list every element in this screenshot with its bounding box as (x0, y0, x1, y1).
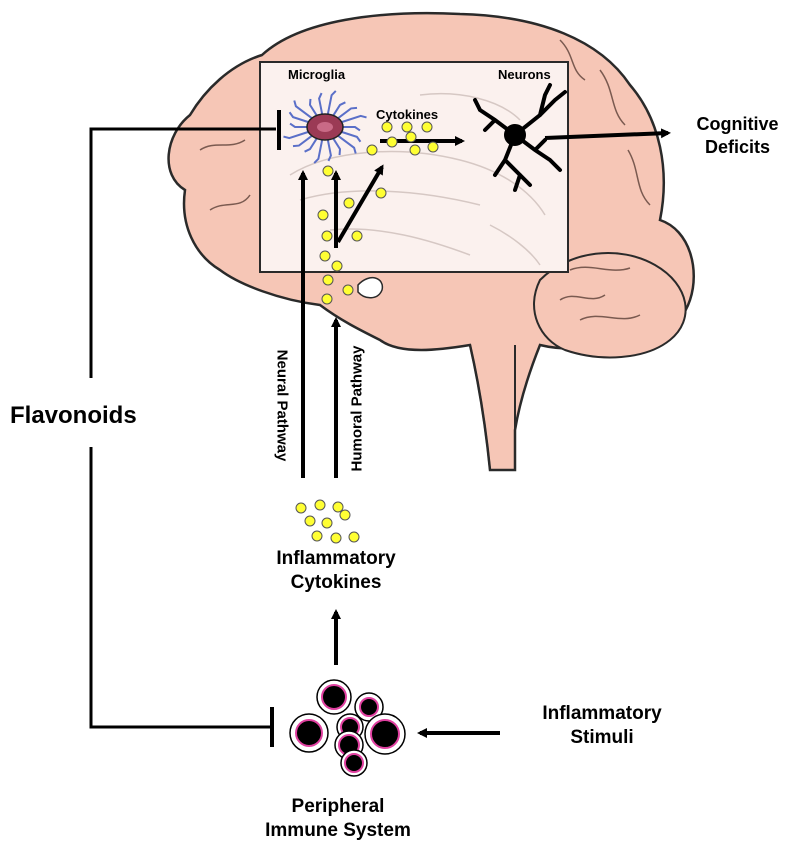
label-peripheral: Peripheral (291, 796, 385, 817)
cytokine-dot-icon (339, 509, 351, 521)
cytokine-dot-icon (351, 230, 363, 242)
label-humoral-pathway: Humoral Pathway (348, 345, 366, 472)
cytokine-dot-icon (386, 136, 398, 148)
microglia-process (336, 106, 358, 120)
microglia-process (304, 137, 318, 153)
label-flavonoids: Flavonoids (10, 402, 137, 429)
cytokine-dot-icon (295, 502, 307, 514)
arrows (89, 110, 671, 747)
microglia-nucleus (317, 122, 333, 132)
cytokine-dot-icon (311, 530, 323, 542)
cytokine-dot-icon (304, 515, 316, 527)
label-cognitive: Cognitive (696, 114, 779, 134)
immune-cell-nucleus (344, 753, 364, 773)
cytokine-dot-icon (342, 284, 354, 296)
brain-cerebellum (533, 252, 687, 359)
cytokine-dot-icon (405, 131, 417, 143)
microglia-process (292, 134, 314, 148)
cytokine-dot-icon (322, 274, 334, 286)
microglia-process (326, 139, 332, 162)
brain-folds (199, 39, 651, 321)
label-cytokines: Cytokines (290, 571, 382, 593)
brain-stem-hole (357, 276, 384, 299)
microglia-cell-icon (283, 90, 367, 164)
immune-cell-nucleus (370, 719, 400, 749)
microglia-process (336, 134, 357, 154)
label-stimuli: Stimuli (570, 726, 634, 748)
cytokine-dot-icon (314, 499, 326, 511)
label-inflammatory-cytokines: Inflammatory Cytokines (256, 547, 416, 595)
microglia-process (339, 130, 362, 143)
microglia-process (318, 92, 324, 115)
cytokine-dot-icon (348, 531, 360, 543)
cytokine-dot-icon (375, 187, 387, 199)
cytokine-dot-icon (330, 532, 342, 544)
microglia-process (339, 114, 367, 124)
cytokine-dot-icon (321, 293, 333, 305)
label-neural-pathway: Neural Pathway (273, 349, 291, 462)
cytokine-dots (295, 121, 439, 544)
cytokine-dot-icon (401, 121, 413, 133)
cytokine-dot-icon (317, 209, 329, 221)
cytokine-dot-icon (321, 517, 333, 529)
microglia-process (313, 139, 324, 164)
microglia-process (332, 101, 346, 117)
label-cognitive-deficits: Cognitive Deficits (690, 113, 785, 158)
cytokine-dot-icon (343, 197, 355, 209)
immune-cell-nucleus (359, 697, 379, 717)
arrow-neurons-to-deficits (544, 128, 671, 140)
neuron-icon (473, 83, 567, 192)
label-inflammatory: Inflammatory (276, 548, 396, 569)
cytokine-dot-icon (421, 121, 433, 133)
brain-stem (469, 344, 516, 471)
cytokine-dot-icon (321, 230, 333, 242)
label-stimuli-inflammatory: Inflammatory (542, 703, 662, 724)
arrow-diagonal-to-cytokines (336, 164, 384, 244)
label-peripheral-immune-system: Peripheral Immune System (258, 795, 418, 843)
immune-cell-nucleus (321, 684, 347, 710)
cytokine-dot-icon (381, 121, 393, 133)
cytokine-dot-icon (427, 141, 439, 153)
microglia-process (326, 90, 337, 115)
immune-cell-cluster (289, 679, 406, 777)
cytokine-dot-icon (319, 250, 331, 262)
label-microglia: Microglia (288, 67, 346, 82)
label-neurons: Neurons (498, 67, 551, 82)
cytokine-dot-icon (322, 165, 334, 177)
microglia-process (308, 98, 318, 117)
label-immune-system: Immune System (265, 819, 411, 841)
label-inflammatory-stimuli: Inflammatory Stimuli (522, 702, 682, 750)
label-cytokines-brain: Cytokines (376, 107, 439, 122)
microglia-process (293, 100, 314, 120)
cytokine-dot-icon (332, 501, 344, 513)
microglia-process (288, 111, 311, 124)
microglia-process (289, 122, 309, 128)
detail-panel-sketch (289, 92, 546, 266)
cytokine-dot-icon (366, 144, 378, 156)
flavonoids-inhibition-bottom (89, 447, 270, 729)
microglia-process (332, 137, 342, 156)
immune-cell-nucleus (295, 719, 323, 747)
microglia-process (341, 126, 361, 132)
cytokine-dot-icon (409, 144, 421, 156)
brain-detail-panel (259, 61, 569, 273)
label-deficits: Deficits (704, 136, 771, 157)
flavonoids-inhibition-top (89, 127, 276, 378)
cytokine-dot-icon (331, 260, 343, 272)
microglia-process (283, 130, 311, 140)
